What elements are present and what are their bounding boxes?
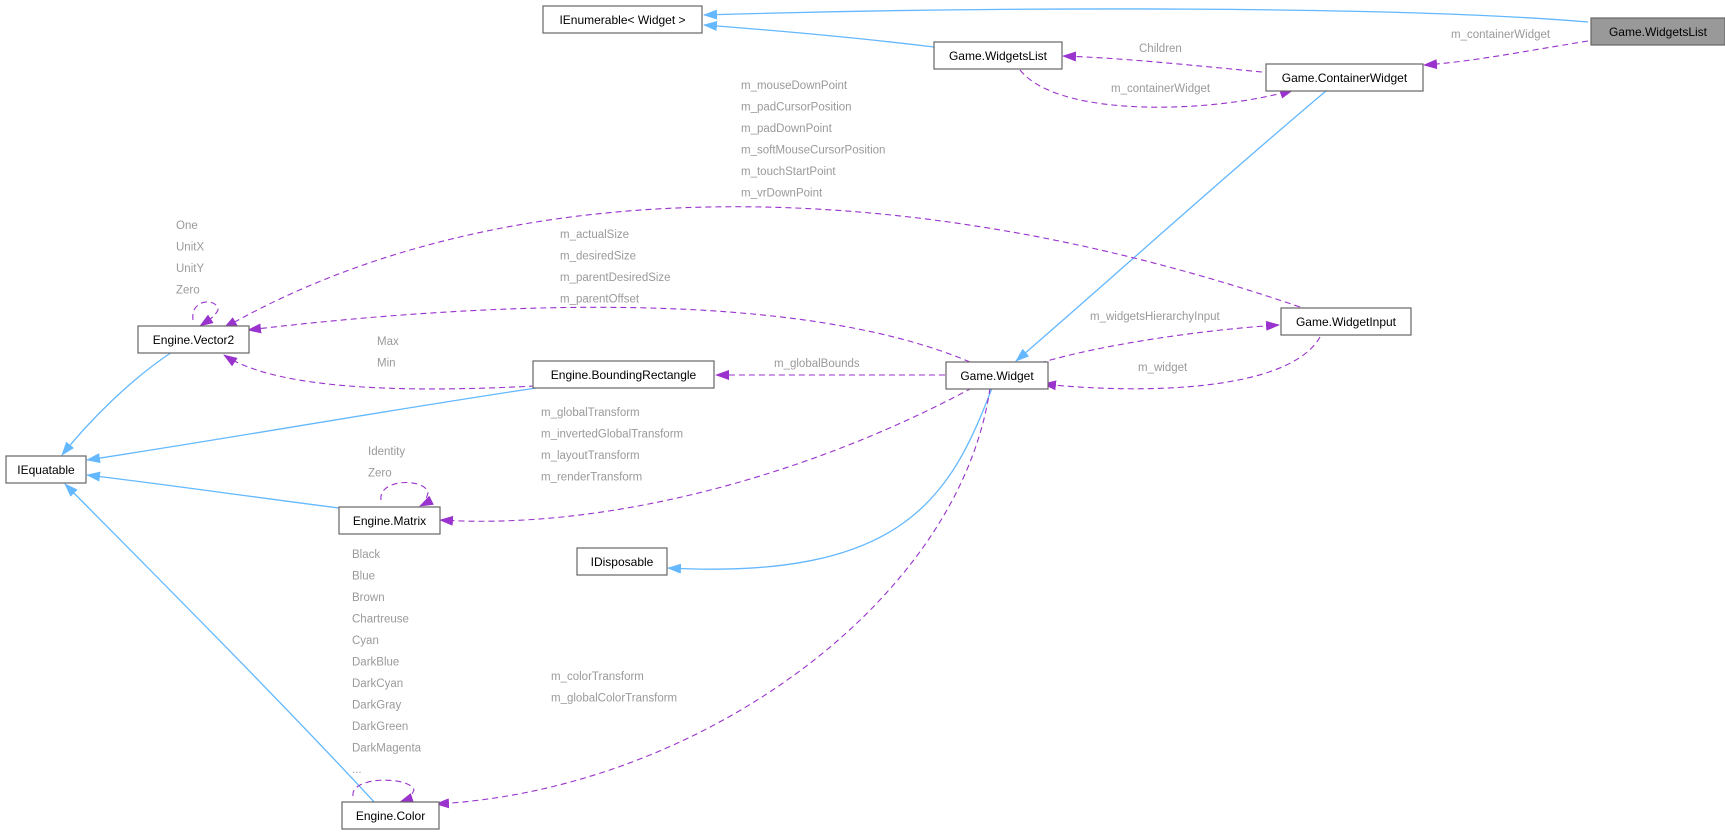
svg-text:Game.ContainerWidget: Game.ContainerWidget	[1282, 71, 1408, 85]
svg-text:Engine.Color: Engine.Color	[356, 809, 425, 823]
node-idisposable[interactable]: IDisposable	[576, 547, 668, 576]
svg-text:Game.WidgetsList: Game.WidgetsList	[1609, 25, 1708, 39]
node-iequatable[interactable]: IEquatable	[5, 455, 87, 484]
node-engine-matrix[interactable]: Engine.Matrix	[338, 506, 441, 535]
edge-vector2-self	[192, 301, 219, 327]
edge-boundingrect-to-iequatable	[86, 386, 544, 464]
label-focus-containerwidget: m_containerWidget	[1451, 29, 1551, 41]
svg-text:IEnumerable< Widget >: IEnumerable< Widget >	[559, 13, 685, 27]
edge-containerwidget-children	[1062, 51, 1263, 73]
label-global-bounds: m_globalBounds	[774, 358, 860, 370]
edge-widgetinput-vector2	[223, 206, 1301, 329]
edge-widgetslist-focus-to-ienumerable	[703, 8, 1589, 23]
edge-widget-matrix	[439, 387, 973, 526]
edge-widgetinput-widget	[1042, 336, 1321, 391]
node-engine-color[interactable]: Engine.Color	[341, 801, 440, 830]
node-game-widget[interactable]: Game.Widget	[945, 361, 1049, 390]
svg-text:Game.Widget: Game.Widget	[960, 369, 1034, 383]
node-game-containerwidget[interactable]: Game.ContainerWidget	[1265, 63, 1424, 92]
label-widgets-hierarchy-input: m_widgetsHierarchyInput	[1090, 311, 1221, 323]
node-game-widgetslist[interactable]: Game.WidgetsList	[933, 41, 1063, 70]
node-game-widgetslist-focus[interactable]: Game.WidgetsList	[1590, 17, 1725, 46]
node-engine-boundingrectangle[interactable]: Engine.BoundingRectangle	[532, 360, 715, 389]
node-game-widgetinput[interactable]: Game.WidgetInput	[1280, 307, 1412, 336]
svg-text:Engine.Vector2: Engine.Vector2	[153, 333, 235, 347]
label-color-self-fields: Black Blue Brown Chartreuse Cyan DarkBlu…	[352, 549, 424, 776]
svg-text:IDisposable: IDisposable	[591, 555, 654, 569]
label-widgetslist-containerwidget: m_containerWidget	[1111, 83, 1211, 95]
node-ienumerable-widget[interactable]: IEnumerable< Widget >	[542, 5, 703, 34]
label-m-widget: m_widget	[1138, 362, 1188, 374]
edge-widget-to-idisposable	[667, 387, 993, 574]
edge-widget-vector2	[247, 306, 971, 363]
edge-widgetslist-to-ienumerable	[703, 20, 935, 48]
label-color-transform-fields: m_colorTransform m_globalColorTransform	[551, 671, 677, 705]
label-bounds-minmax: Max Min	[377, 336, 402, 370]
edge-vector2-to-iequatable	[61, 351, 173, 456]
label-matrix-self-fields: Identity Zero	[368, 446, 408, 480]
svg-text:Engine.Matrix: Engine.Matrix	[353, 514, 426, 528]
svg-text:Game.WidgetsList: Game.WidgetsList	[949, 49, 1048, 63]
edge-matrix-self	[380, 482, 434, 507]
edge-focus-containerwidget	[1423, 40, 1589, 70]
edge-matrix-to-iequatable	[86, 471, 340, 509]
svg-text:Engine.BoundingRectangle: Engine.BoundingRectangle	[551, 368, 697, 382]
label-transform-fields: m_globalTransform m_invertedGlobalTransf…	[541, 407, 686, 484]
svg-text:Game.WidgetInput: Game.WidgetInput	[1296, 315, 1397, 329]
edge-widgetslist-containerwidget	[1019, 69, 1294, 108]
label-children: Children	[1139, 43, 1182, 55]
label-vector2-self-fields: One UnitX UnitY Zero	[176, 220, 207, 297]
edge-boundingrect-vector2	[223, 354, 536, 390]
node-engine-vector2[interactable]: Engine.Vector2	[137, 325, 250, 354]
edge-widget-color	[435, 387, 991, 809]
svg-text:IEquatable: IEquatable	[17, 463, 75, 477]
edge-containerwidget-to-widget	[1015, 90, 1327, 362]
edge-color-self	[352, 779, 415, 803]
edge-color-to-iequatable	[64, 483, 377, 805]
label-widget-vector2-fields: m_actualSize m_desiredSize m_parentDesir…	[560, 229, 674, 306]
label-widgetinput-vector2-fields: m_mouseDownPoint m_padCursorPosition m_p…	[741, 80, 889, 200]
edge-widget-widgetinput	[1039, 320, 1280, 364]
